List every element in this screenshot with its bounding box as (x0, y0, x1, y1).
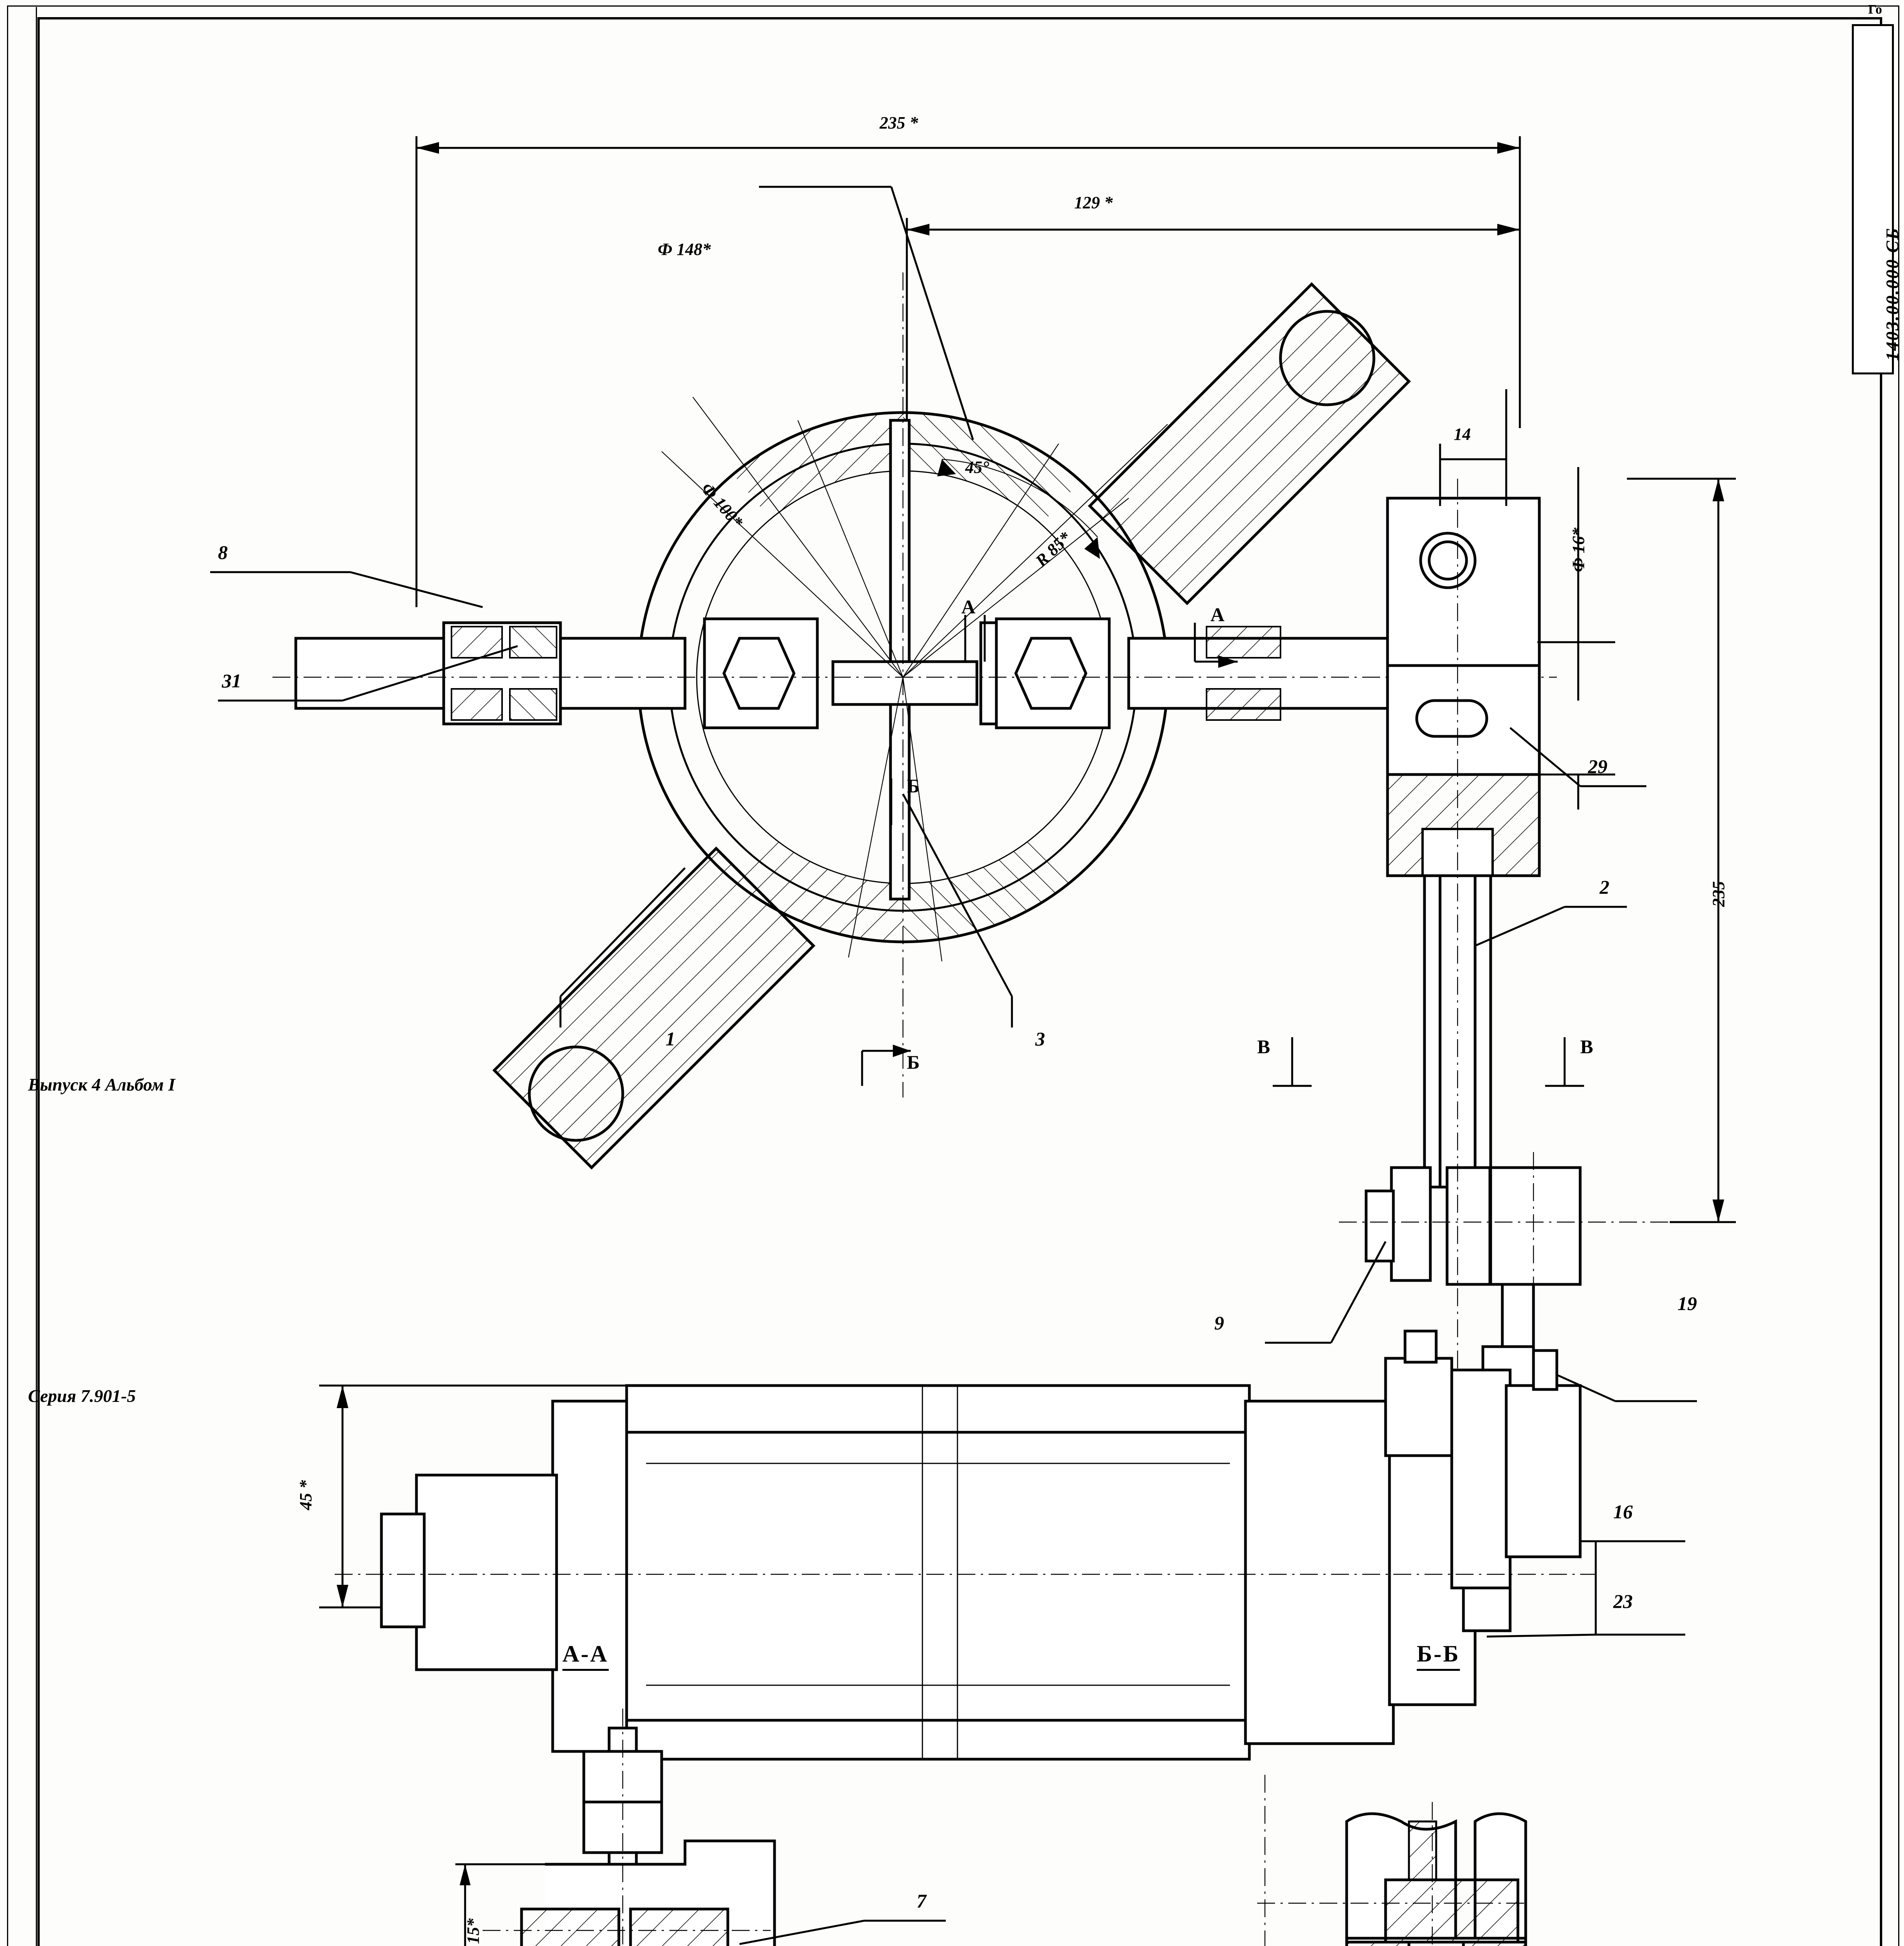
section-title-bb: Б-Б (1417, 1640, 1460, 1671)
series-label: Серия 7.901-5 (28, 1386, 136, 1406)
sect-mark-v-right: В (1580, 1036, 1593, 1057)
sect-mark-b-left: Б (907, 775, 920, 797)
dim-129: 129 * (1074, 193, 1113, 212)
pos-19: 19 (1677, 1293, 1697, 1314)
sect-mark-b-bottom: Б (907, 1051, 920, 1073)
corner-mark: Го (1868, 2, 1882, 17)
pos-3: 3 (1035, 1028, 1045, 1050)
dim-45deg: 45° (965, 458, 989, 477)
pos-2: 2 (1600, 876, 1609, 898)
pos-aa-7: 7 (917, 1890, 926, 1912)
sheet-frame-outer (7, 5, 1899, 1946)
pos-29: 29 (1588, 755, 1607, 777)
dim-148: Ф 148* (658, 240, 711, 259)
sheet-frame-inner (37, 17, 1882, 1946)
dim-235-top: 235 * (880, 113, 918, 132)
left-margin-strip (9, 7, 37, 1946)
pos-8: 8 (218, 541, 228, 563)
pos-23: 23 (1613, 1590, 1633, 1612)
pos-1: 1 (666, 1028, 675, 1050)
right-margin-code-box: 1403.00.000 СБ (1852, 24, 1902, 374)
section-title-aa: А-А (562, 1640, 609, 1671)
issue-album-label: Выпуск 4 Альбом I (28, 1075, 176, 1094)
sect-mark-v-left: В (1257, 1036, 1270, 1057)
pos-16: 16 (1613, 1501, 1633, 1523)
sect-mark-a-left: А (961, 596, 976, 618)
pos-9: 9 (1214, 1312, 1224, 1334)
dim-14: 14 (1454, 425, 1471, 444)
pos-31: 31 (222, 670, 241, 692)
sect-mark-a-right: А (1210, 604, 1225, 625)
